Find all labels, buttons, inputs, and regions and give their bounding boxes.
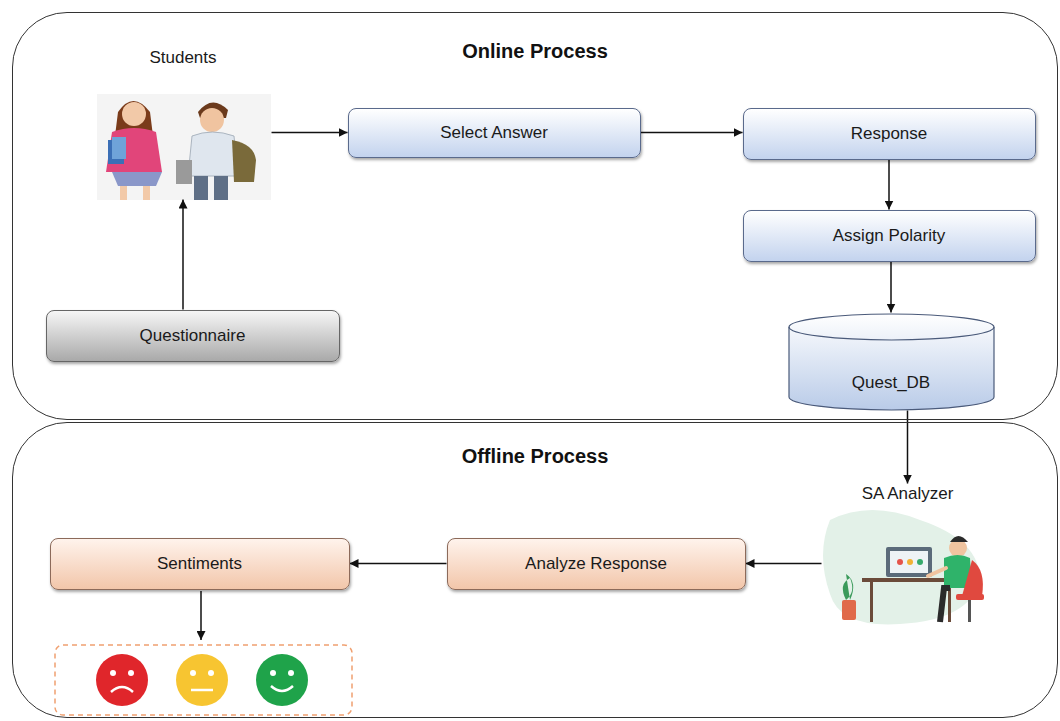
neutral-face: [176, 654, 228, 706]
process-box: Sentiments: [50, 538, 350, 590]
node-label: Sentiments: [157, 554, 242, 574]
database-cylinder: Quest_DB: [788, 313, 995, 411]
flow-arrow: [641, 132, 743, 134]
node-label: SA Analyzer: [862, 484, 954, 504]
node-label: Questionnaire: [140, 326, 246, 346]
node-label: Students: [149, 48, 216, 68]
sad-face: [96, 654, 148, 706]
sentiment-frame: [55, 645, 352, 715]
actor-figure: Students: [95, 48, 272, 200]
flow-arrow: [888, 160, 890, 210]
node-label: Assign Polarity: [833, 226, 945, 246]
flow-arrow: [272, 132, 348, 134]
input-box: Questionnaire: [46, 310, 340, 362]
process-box: Analyze Response: [447, 538, 746, 590]
process-box: Assign Polarity: [743, 210, 1036, 262]
flow-arrow: [350, 563, 447, 565]
sentiment-arrow: [200, 591, 202, 640]
happy-face: [256, 654, 308, 706]
flow-arrow: [182, 200, 184, 310]
node-label: Analyze Response: [525, 554, 667, 574]
band-heading: Offline Process: [13, 445, 1057, 468]
process-band: Online ProcessStudentsSelect AnswerRespo…: [12, 12, 1058, 420]
flow-arrow: [746, 563, 822, 565]
process-box: Select Answer: [348, 108, 641, 158]
process-band: Offline Process SA AnalyzerAnalyze Respon…: [12, 422, 1058, 718]
node-label: Quest_DB: [852, 373, 930, 393]
node-label: Select Answer: [440, 123, 548, 143]
process-box: Response: [743, 108, 1036, 160]
flow-arrow: [890, 262, 892, 313]
cylinder-outline: [788, 313, 995, 411]
analyst-figure: [823, 510, 984, 624]
students-figure: [97, 94, 271, 200]
node-label: Response: [851, 124, 928, 144]
actor-figure: SA Analyzer: [822, 484, 994, 630]
